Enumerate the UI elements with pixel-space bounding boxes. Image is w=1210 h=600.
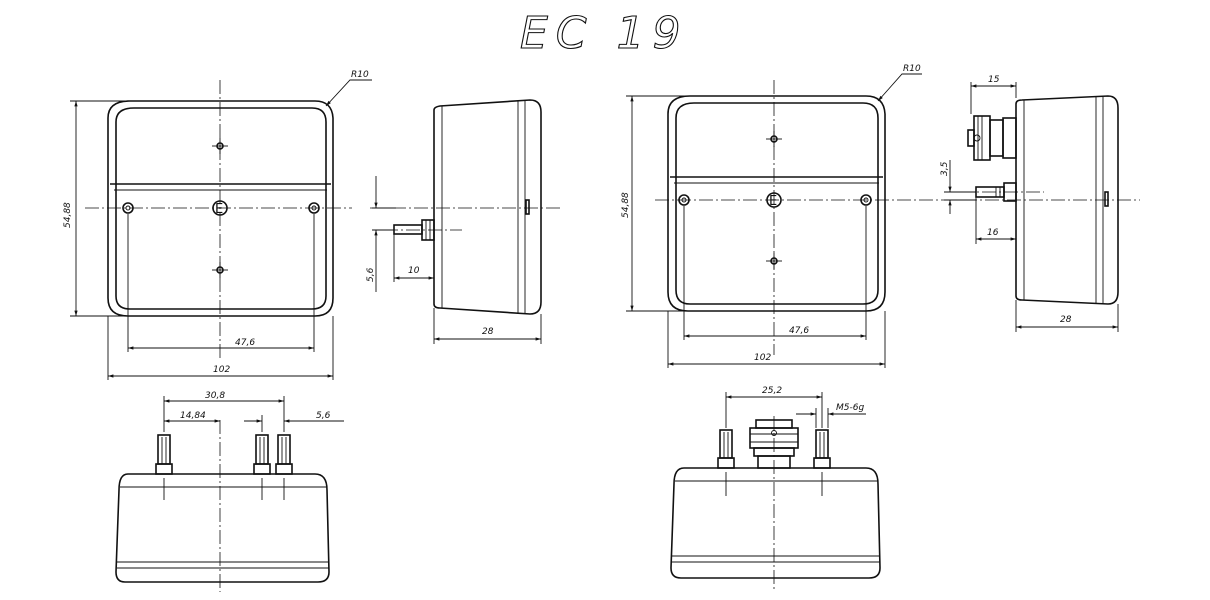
svg-text:54,88: 54,88 bbox=[621, 192, 631, 218]
svg-text:3,5: 3,5 bbox=[940, 161, 950, 176]
left-side-view: 5,6 10 28 bbox=[366, 99, 560, 344]
svg-text:47,6: 47,6 bbox=[235, 338, 255, 348]
svg-text:54,88: 54,88 bbox=[63, 202, 73, 228]
svg-text:15: 15 bbox=[988, 75, 1000, 85]
svg-text:14,84: 14,84 bbox=[180, 411, 206, 421]
svg-text:M5-6g: M5-6g bbox=[836, 403, 864, 413]
approval-mark-icon bbox=[212, 200, 228, 216]
svg-text:R10: R10 bbox=[351, 70, 369, 80]
svg-text:5,6: 5,6 bbox=[316, 411, 331, 421]
right-bottom-view: 25,2 M5-6g bbox=[670, 386, 881, 590]
drawing-title: EC 19 bbox=[520, 8, 689, 59]
svg-text:E: E bbox=[769, 194, 777, 209]
svg-text:16: 16 bbox=[987, 228, 999, 238]
svg-text:E: E bbox=[215, 202, 223, 217]
right-front-view: E R10 54,88 47,6 102 bbox=[621, 64, 1140, 368]
svg-text:R10: R10 bbox=[903, 64, 921, 74]
svg-text:102: 102 bbox=[213, 365, 230, 375]
left-bottom-view: 30,8 14,84 5,6 bbox=[115, 391, 344, 592]
svg-text:47,6: 47,6 bbox=[789, 326, 809, 336]
svg-text:28: 28 bbox=[1060, 315, 1072, 325]
svg-text:28: 28 bbox=[482, 327, 494, 337]
svg-text:5,6: 5,6 bbox=[366, 267, 376, 282]
left-front-view: E R10 54,88 47,6 102 bbox=[63, 70, 372, 380]
svg-text:102: 102 bbox=[754, 353, 771, 363]
right-side-view: 15 3,5 16 28 bbox=[940, 75, 1119, 332]
svg-text:25,2: 25,2 bbox=[762, 386, 782, 396]
approval-mark-icon bbox=[766, 192, 782, 208]
svg-text:30,8: 30,8 bbox=[205, 391, 225, 401]
svg-text:10: 10 bbox=[408, 266, 420, 276]
